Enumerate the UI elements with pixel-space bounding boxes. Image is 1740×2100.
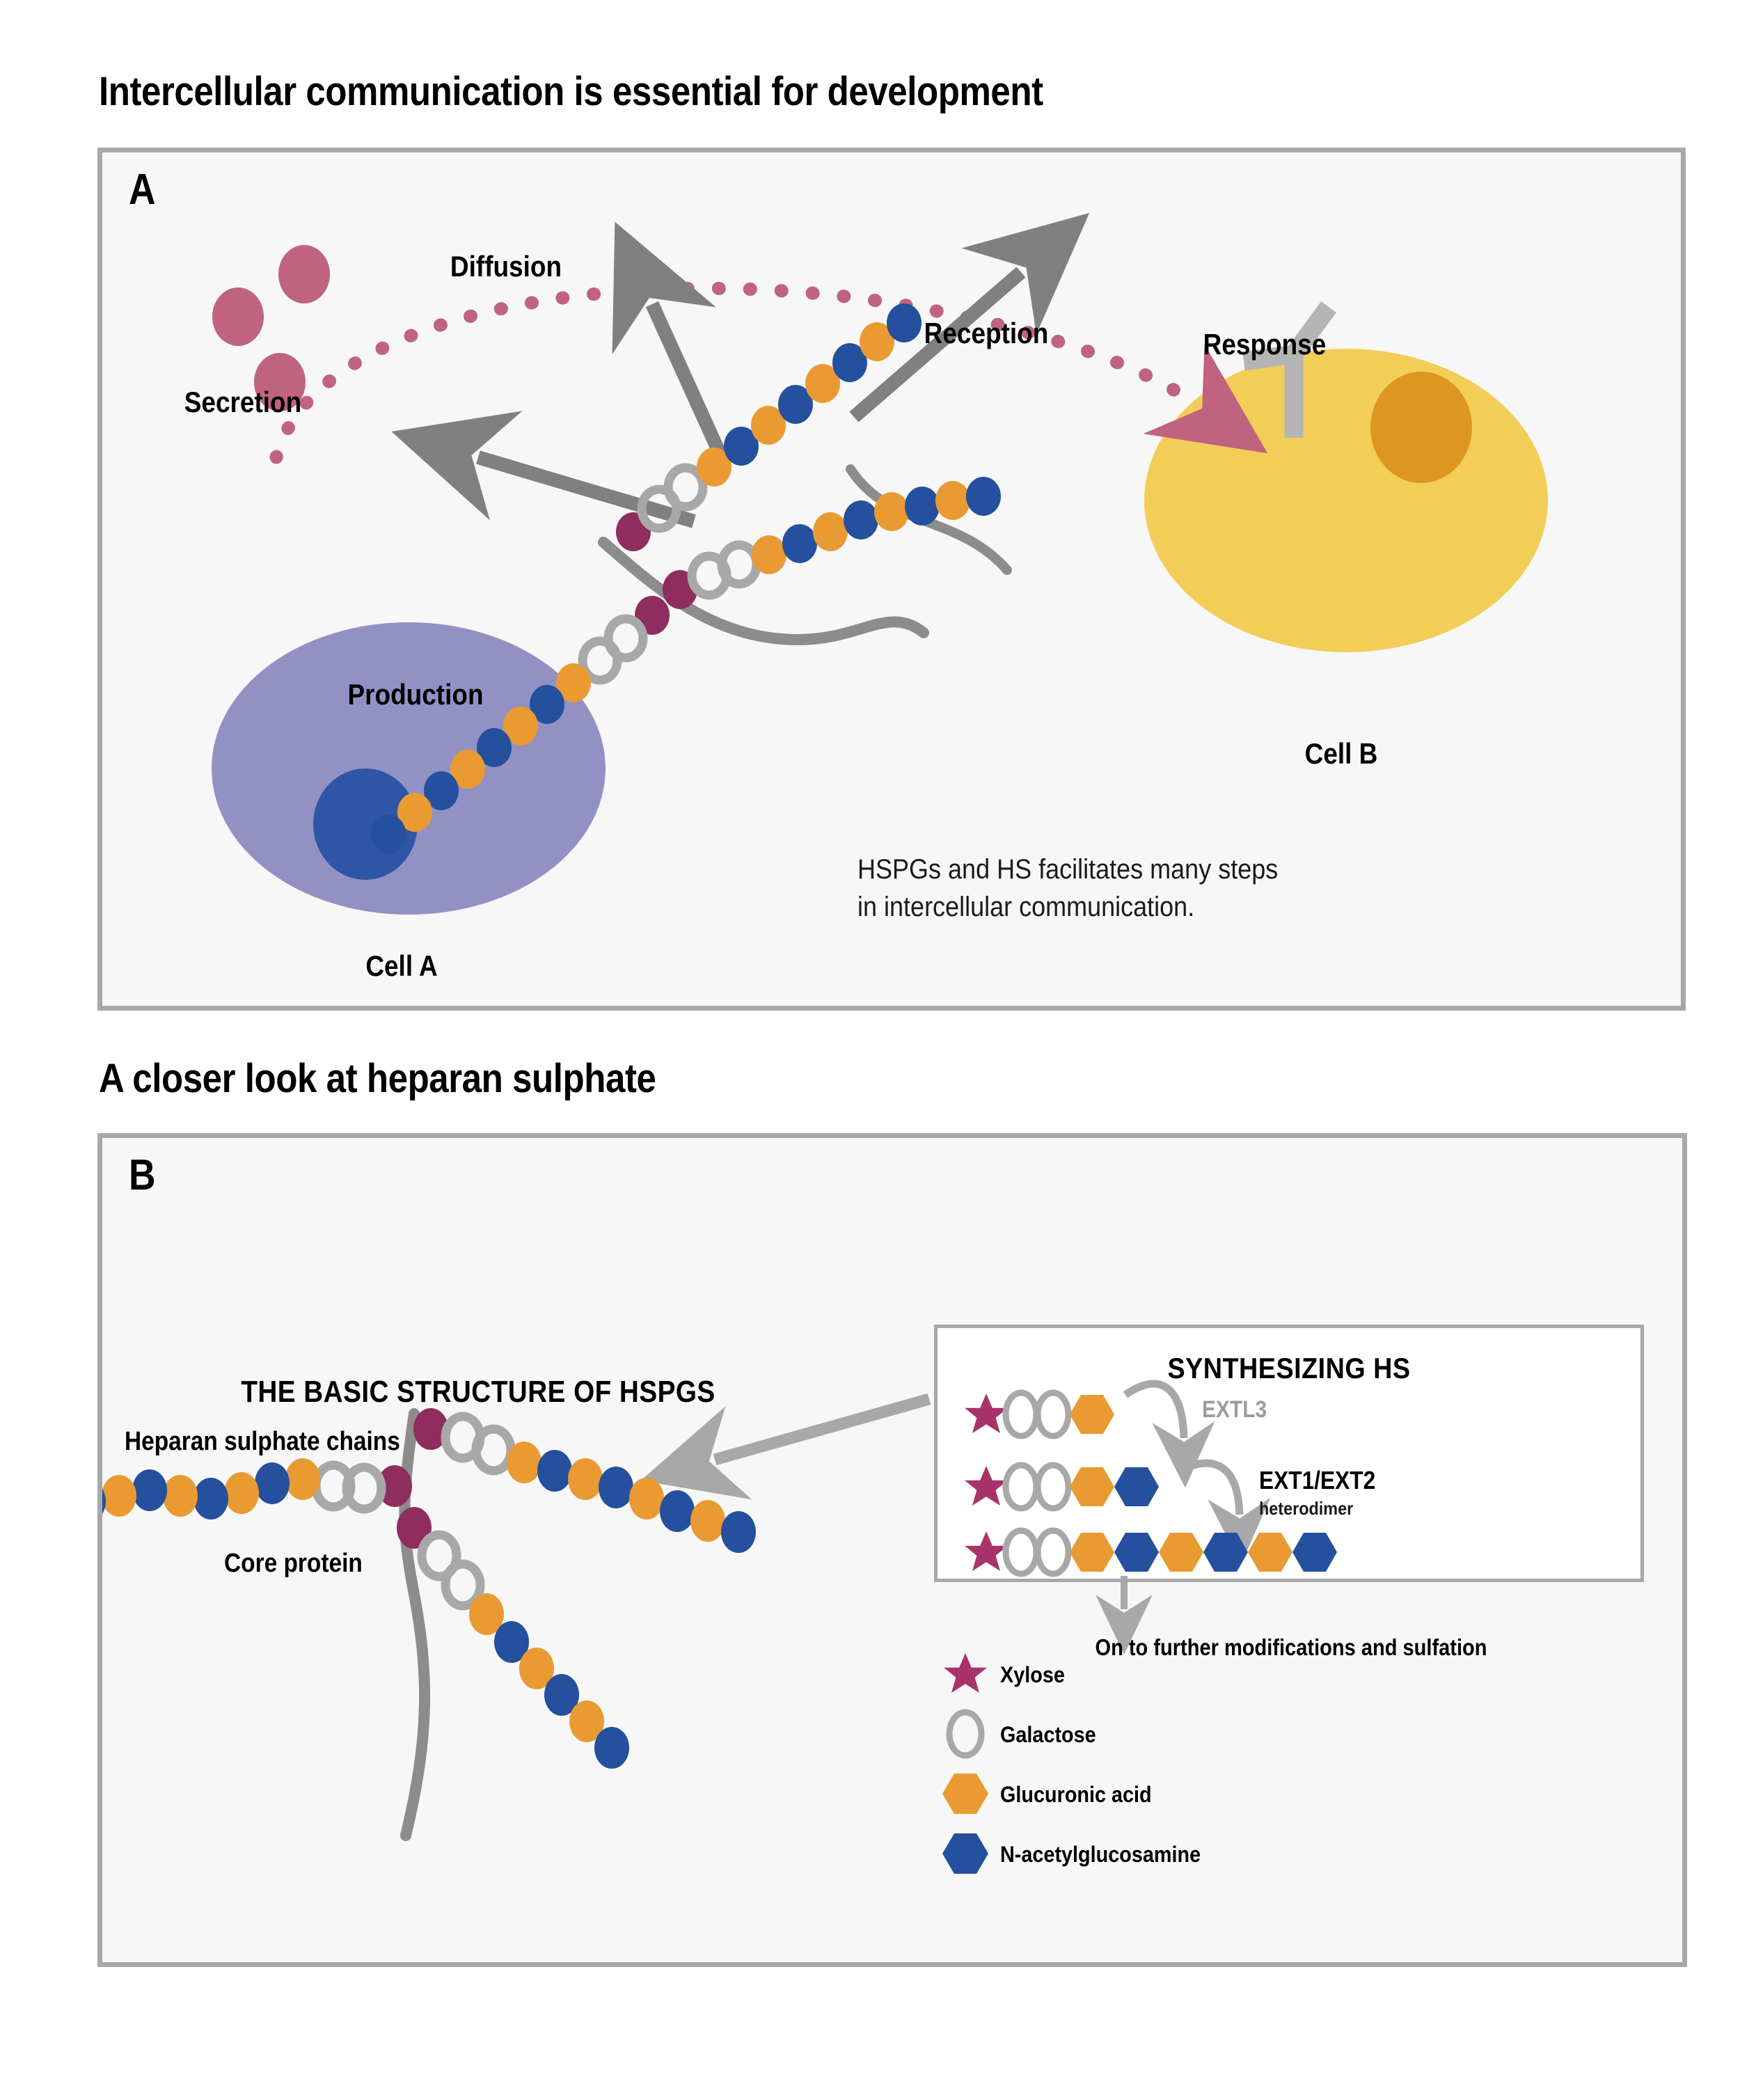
cell-b-body [1144,349,1548,652]
hexagon-icon [942,1833,988,1874]
label-cell-a: Cell A [365,949,438,982]
synthesis-row-2 [965,1465,1159,1508]
hs-chain-middle [663,477,1001,609]
ligand-blob [212,287,264,346]
synthesis-row-1 [965,1393,1114,1436]
star-icon [944,1653,987,1693]
hs-chain-upper [616,303,922,551]
panel-b: B THE BASIC STRUCTURE OF HSPGS Heparan s… [97,1133,1687,1967]
synthesis-box: SYNTHESIZING HS [934,1325,1644,1660]
circle-icon [946,1709,985,1759]
legend-label-galactose: Galactose [1000,1722,1096,1747]
diffusion-path [269,281,1268,464]
legend-label-xylose: Xylose [1000,1662,1065,1687]
label-production: Production [347,678,484,711]
hs-chain-left [102,1458,412,1519]
panel-a-letter: A [129,166,156,214]
synthesis-title: SYNTHESIZING HS [1167,1352,1411,1384]
section-title-a: Intercellular communication is essential… [99,69,1043,114]
label-hs-chains: Heparan sulphate chains [125,1427,400,1456]
arrow-to-production [391,411,696,528]
synthesis-row-3 [965,1531,1337,1574]
label-cell-b: Cell B [1304,737,1378,770]
core-protein-b [399,1408,431,1841]
legend-label-n-acetylglucosamine: N-acetylglucosamine [1000,1842,1201,1867]
arrow-extl3 [1123,1380,1215,1488]
cell-a-body [212,622,606,915]
hs-chain-right [413,1408,756,1553]
ligand-blob [278,245,330,303]
cell-a-nucleus [313,768,418,880]
hexagon-icon [942,1774,988,1814]
panel-b-letter: B [129,1151,156,1199]
label-reception: Reception [924,317,1049,349]
label-response: Response [1203,328,1327,361]
core-protein-a [598,537,929,646]
hs-chain-lower [371,596,670,853]
label-ext1-ext2: EXT1/EXT2 [1259,1466,1376,1494]
arrow-from-synthesis [640,1393,931,1500]
section-title-b: A closer look at heparan sulphate [99,1056,656,1101]
label-extl3: EXTL3 [1202,1396,1267,1423]
synthesis-footer: On to further modifications and sulfatio… [1095,1634,1487,1660]
caption-line-1: HSPGs and HS facilitates many steps [857,854,1279,885]
label-core-protein: Core protein [224,1549,363,1578]
caption-line-2: in intercellular communication. [857,892,1195,922]
cell-b-nucleus [1370,372,1472,483]
legend-label-glucuronic-acid: Glucuronic acid [1000,1782,1152,1807]
arrow-ext1-ext2 [1176,1459,1271,1565]
hs-chain-down [397,1507,629,1769]
caption-pointer [846,464,1012,575]
label-ext-heterodimer: heterodimer [1259,1498,1354,1519]
receptor-icon [1242,301,1336,438]
label-secretion: Secretion [184,386,302,418]
label-diffusion: Diffusion [450,250,562,283]
arrow-to-diffusion [612,221,732,469]
panel-a: A [97,148,1686,1011]
structure-title: THE BASIC STRUCTURE OF HSPGS [241,1375,715,1409]
